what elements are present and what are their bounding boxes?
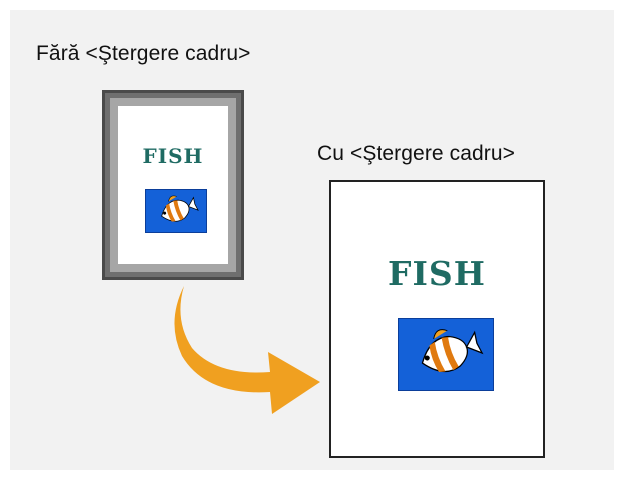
diagram-panel: Fără <Ştergere cadru> FISH	[10, 10, 614, 470]
page-content-area: FISH	[118, 106, 228, 264]
fish-icon	[161, 195, 199, 222]
caption-with-frame-erase: Cu <Ştergere cadru>	[317, 142, 516, 165]
fish-image	[398, 318, 494, 391]
page-without-frame-erase: FISH	[102, 90, 244, 280]
fish-title: FISH	[142, 144, 204, 168]
curved-arrow-icon	[174, 286, 320, 414]
fish-icon	[421, 329, 484, 373]
fish-image	[145, 189, 207, 233]
fish-title: FISH	[388, 254, 486, 293]
page-with-frame-erase: FISH	[329, 180, 545, 458]
caption-without-frame-erase: Fără <Ştergere cadru>	[36, 42, 251, 65]
